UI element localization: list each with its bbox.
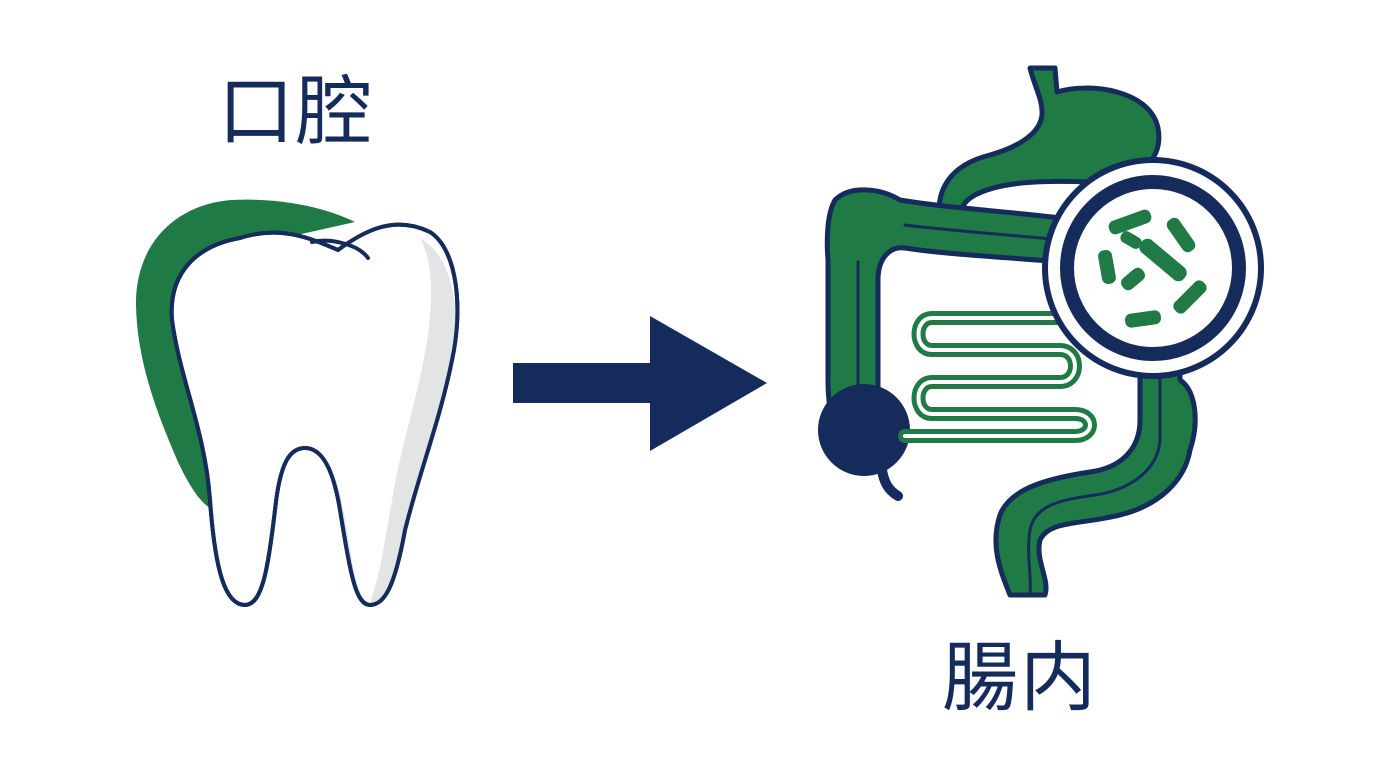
bacteria-cluster [1098, 209, 1207, 328]
bacterium [1124, 310, 1162, 328]
stomach [936, 65, 1162, 225]
arrow-shaft [513, 363, 663, 403]
digestive-tract-icon [818, 65, 1198, 598]
bacterium [1098, 249, 1116, 285]
appendix-tail [877, 465, 903, 501]
bacterium [1120, 267, 1146, 291]
oral-label: 口腔 [218, 67, 374, 156]
magnifier-ring [1060, 175, 1246, 361]
arrow-right-icon [513, 316, 767, 451]
small-intestine-inner [903, 316, 1092, 438]
magnifier-bacteria-icon [1042, 157, 1264, 379]
bacterium [1120, 231, 1142, 249]
bacterium [1139, 238, 1187, 282]
bacterium [1166, 217, 1196, 253]
tooth-outline [169, 222, 460, 607]
gut-label: 腸内 [942, 633, 1098, 722]
appendix [818, 384, 910, 476]
bacterium [1108, 209, 1152, 235]
tooth-shading [370, 238, 456, 603]
tooth-icon [135, 199, 460, 607]
arrow-head [650, 316, 767, 451]
bacterium [1173, 280, 1207, 314]
